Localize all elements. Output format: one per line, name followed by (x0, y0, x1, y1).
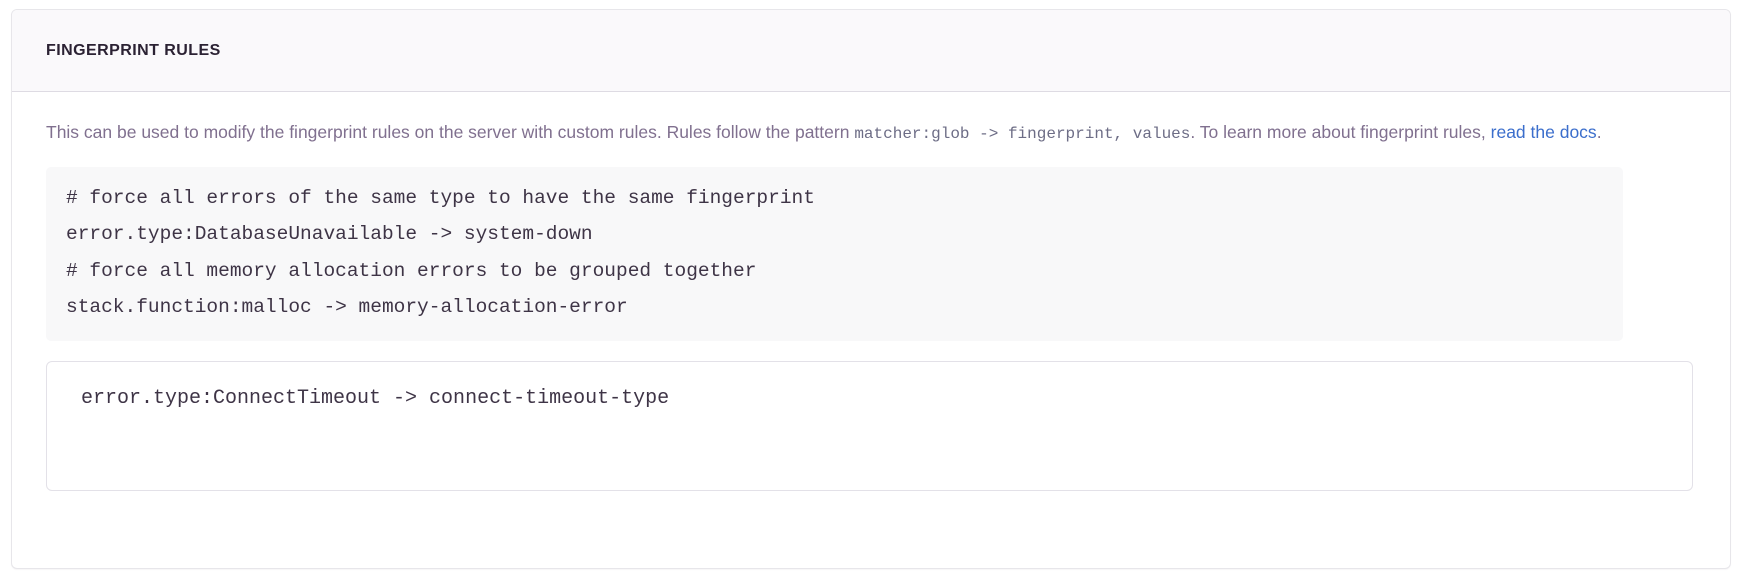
code-line: error.type:DatabaseUnavailable -> system… (66, 223, 593, 246)
panel-body: This can be used to modify the fingerpri… (12, 91, 1730, 521)
page-title: FINGERPRINT RULES (46, 42, 221, 60)
fingerprint-rules-input[interactable]: error.type:ConnectTimeout -> connect-tim… (46, 360, 1693, 491)
panel-header: FINGERPRINT RULES (12, 10, 1730, 92)
fingerprint-rules-panel: FINGERPRINT RULES This can be used to mo… (11, 9, 1731, 569)
inline-code-pattern: matcher:glob -> fingerprint, values (854, 124, 1191, 143)
example-rules-code-block: # force all errors of the same type to h… (46, 166, 1623, 341)
code-line: # force all memory allocation errors to … (66, 259, 757, 282)
code-line: stack.function:malloc -> memory-allocati… (66, 296, 628, 319)
description-trailing-text: . (1596, 121, 1602, 142)
panel-description: This can be used to modify the fingerpri… (46, 116, 1606, 151)
read-the-docs-link[interactable]: read the docs (1490, 121, 1597, 142)
description-middle-text: . To learn more about fingerprint rules, (1190, 121, 1491, 142)
code-line: # force all errors of the same type to h… (66, 186, 815, 209)
description-lead-text: This can be used to modify the fingerpri… (46, 121, 855, 142)
